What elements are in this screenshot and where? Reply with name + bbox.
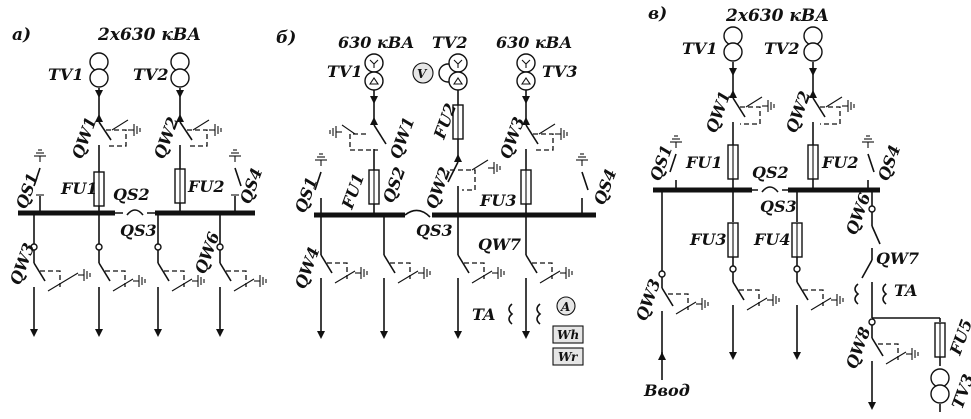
label-b-fu3: FU3 (479, 191, 516, 210)
panel-a-title: 2х630 кВА (97, 25, 201, 45)
transformer-tv2-icon (170, 52, 190, 88)
label-tv2: TV2 (133, 65, 168, 84)
label-c-qs3: QS3 (760, 197, 797, 216)
meter-wh-label: Wh (557, 328, 579, 342)
voltmeter-icon: V (412, 62, 434, 84)
label-c-tv2: TV2 (764, 39, 799, 58)
label-b-qs3: QS3 (416, 221, 453, 240)
current-transformer-icon (508, 303, 514, 325)
panel-a: а) 2х630 кВА TV1 TV2 QW1 QW2 FU1 FU2 (6, 25, 267, 337)
transformer-tv1-icon (364, 53, 384, 91)
transformer-tv1-icon (723, 26, 743, 62)
label-c-ta: TA (894, 281, 917, 300)
transformer-tv3-icon (516, 53, 536, 91)
panel-b: б) 630 кВА TV2 630 кВА TV1 V TV3 (276, 28, 620, 366)
label-qw6: QW6 (191, 229, 224, 276)
reactive-energy-meter-icon: Wr (552, 347, 584, 366)
label-c-fu1: FU1 (685, 153, 722, 172)
label-qw1: QW1 (68, 114, 101, 161)
label-fu1: FU1 (60, 179, 97, 198)
label-c-qw6: QW6 (842, 190, 875, 237)
panel-b-letter: б) (276, 28, 296, 48)
label-tv1: TV1 (48, 65, 83, 84)
meter-v-label: V (417, 67, 428, 81)
label-c-tv3: TV3 (948, 372, 971, 412)
label-c-qw7: QW7 (876, 249, 919, 268)
label-c-fu2: FU2 (821, 153, 858, 172)
panel-c-letter: в) (648, 4, 667, 24)
transformer-tv2-icon (803, 26, 823, 62)
label-c-qs1: QS1 (646, 142, 676, 183)
label-c-fu4: FU4 (753, 230, 790, 249)
label-c-fu5: FU5 (946, 317, 971, 359)
label-b-qs1: QS1 (291, 174, 321, 215)
label-qs4: QS4 (236, 165, 266, 206)
label-c-qw8: QW8 (842, 324, 875, 371)
label-fu2: FU2 (187, 177, 224, 196)
panel-c: в) 2х630 кВА TV1 TV2 QW1 FU1 QW2 FU2 (632, 4, 971, 412)
label-c-qs2: QS2 (752, 163, 789, 182)
meter-a-label: A (560, 300, 570, 314)
label-b-qw2: QW2 (422, 164, 455, 211)
transformer-tv2-icon (438, 53, 468, 91)
panel-b-title-left: 630 кВА (338, 33, 414, 52)
label-qs2: QS2 (113, 185, 150, 204)
current-transformer-icon (536, 303, 542, 325)
label-b-fu1: FU1 (338, 171, 369, 213)
label-c-qw3: QW3 (632, 276, 665, 323)
transformer-tv3-icon (930, 368, 950, 404)
active-energy-meter-icon: Wh (552, 325, 584, 344)
label-c-qs4: QS4 (874, 142, 904, 183)
label-b-qw4: QW4 (291, 244, 324, 291)
label-c-fu3: FU3 (689, 230, 726, 249)
label-b-qs4: QS4 (590, 166, 620, 207)
label-c-qw1: QW1 (702, 88, 735, 135)
ammeter-icon: A (556, 296, 576, 316)
current-transformer-icon (882, 283, 888, 305)
label-b-ta: TA (472, 305, 495, 324)
meter-wr-label: Wr (558, 350, 579, 364)
panel-a-letter: а) (12, 25, 31, 45)
transformer-tv1-icon (89, 52, 109, 88)
label-b-tv3: TV3 (542, 62, 577, 81)
label-c-tv1: TV1 (682, 39, 717, 58)
label-qs1: QS1 (12, 170, 42, 211)
label-qw2: QW2 (150, 114, 183, 161)
current-transformer-icon (854, 283, 860, 305)
panel-b-title-right: 630 кВА (496, 33, 572, 52)
label-b-qs2: QS2 (379, 164, 409, 205)
label-qw3: QW3 (6, 240, 39, 287)
panel-c-title: 2х630 кВА (725, 6, 829, 26)
label-c-vvod: Ввод (643, 381, 690, 400)
label-c-qw2: QW2 (782, 88, 815, 135)
label-qs3: QS3 (120, 221, 157, 240)
label-b-qw7: QW7 (478, 235, 521, 254)
label-b-qw1: QW1 (386, 114, 419, 161)
label-b-tv1: TV1 (327, 62, 362, 81)
panel-b-title-mid: TV2 (432, 33, 467, 52)
label-b-qw3: QW3 (496, 114, 529, 161)
